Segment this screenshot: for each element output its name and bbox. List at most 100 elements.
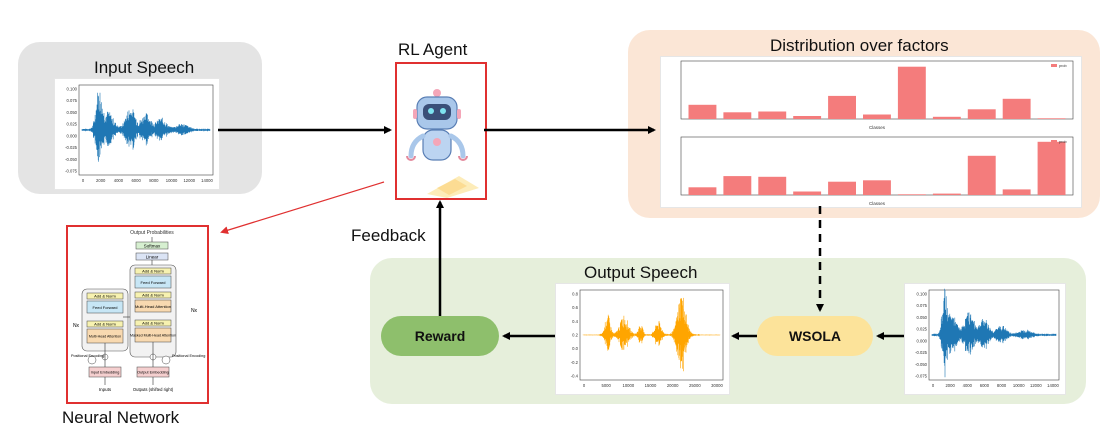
linear-label: Linear	[146, 255, 159, 260]
dist-bar	[897, 194, 926, 195]
input-waveform-chart: 0.1000.0750.0500.0250.000-0.025-0.050-0.…	[65, 84, 214, 183]
dist-xlabel: Classes	[869, 201, 886, 206]
arrow-agent-to-neural-network	[220, 181, 385, 235]
input-wave-ytick-label: -0.075	[65, 169, 78, 174]
output-wave-signal	[582, 297, 721, 372]
rl-agent-box	[395, 62, 487, 200]
encoder-multi-head-attention: Multi-Head Attention	[89, 335, 121, 339]
input-wave-xtick-label: 14000	[201, 178, 213, 183]
dist-bar	[1037, 118, 1066, 119]
right-wave-axes	[928, 289, 1060, 381]
dist-bar	[897, 66, 926, 119]
right-wave-ytick-label: -0.050	[915, 362, 928, 367]
decoder-feed-forward: Feed Forward	[141, 280, 166, 285]
distribution-title: Distribution over factors	[770, 36, 949, 55]
right-wave-ytick-label: 0.075	[917, 303, 928, 308]
dist-bar	[688, 187, 717, 195]
dist-bar	[967, 109, 996, 119]
input-wave-ytick-label: 0.025	[67, 122, 78, 127]
right-wave-ytick-label: 0.025	[917, 327, 928, 332]
modified-waveform-chart: 0.1000.0750.0500.0250.000-0.025-0.050-0.…	[915, 288, 1060, 388]
rl-agent-title: RL Agent	[398, 40, 468, 59]
dist-bar	[1002, 98, 1031, 119]
encoder-nx-label: Nx	[73, 323, 80, 329]
dist-bar	[932, 116, 961, 119]
right-wave-xtick-label: 2000	[945, 383, 955, 388]
dist-bar	[967, 155, 996, 195]
right-wave-xtick-label: 10000	[1013, 383, 1025, 388]
right-wave-ytick-label: 0.100	[917, 292, 928, 297]
output-wave-xtick-label: 10000	[623, 383, 635, 388]
input-wave-ytick-label: 0.075	[67, 98, 78, 103]
right-wave-ytick-label: 0.000	[917, 338, 928, 343]
dist-bar	[1037, 141, 1066, 195]
decoder-nx-label: Nx	[191, 308, 198, 314]
dist-bar	[932, 193, 961, 195]
right-wave-xtick-label: 6000	[980, 383, 990, 388]
dist-bar	[828, 95, 856, 119]
encoder-add-norm-2: Add & Norm	[94, 294, 116, 299]
output-wave-ytick-label: 0.2	[572, 333, 578, 338]
decoder-add-norm-3: Add & Norm	[142, 269, 164, 274]
input-wave-xtick-label: 8000	[149, 178, 159, 183]
dist-bar	[688, 104, 717, 119]
output-wave-ytick-label: 0.0	[572, 346, 578, 351]
feedback-label: Feedback	[351, 226, 426, 245]
output-wave-ytick-label: 0.4	[572, 319, 578, 324]
input-wave-axes	[78, 84, 214, 176]
right-wave-xtick-label: 0	[932, 383, 935, 388]
output-probabilities-label: Output Probabilities	[130, 230, 174, 236]
transformer-diagram: Output Probabilities Softmax Linear Add …	[71, 230, 205, 392]
robot-icon	[406, 89, 479, 198]
dist-legend-swatch	[1051, 64, 1057, 67]
output-wave-xtick-label: 15000	[645, 383, 657, 388]
dist-bar	[1002, 189, 1031, 195]
right-wave-xtick-label: 14000	[1047, 383, 1059, 388]
outputs-label: Outputs (shifted right)	[133, 387, 174, 392]
input-wave-ytick-label: -0.050	[65, 157, 78, 162]
right-wave-ytick-label: -0.075	[915, 374, 928, 379]
right-wave-xtick-label: 4000	[963, 383, 973, 388]
dist-bar	[828, 181, 856, 195]
dist-bar	[723, 176, 752, 195]
dist-bar	[758, 176, 787, 195]
encoder-add-norm-1: Add & Norm	[94, 322, 116, 327]
output-wave-xtick-label: 0	[583, 383, 586, 388]
output-wave-ytick-label: -0.2	[571, 360, 579, 365]
right-wave-xtick-label: 12000	[1030, 383, 1042, 388]
dist-bar	[758, 111, 787, 119]
dist-xlabel: Classes	[869, 125, 886, 130]
output-wave-xtick-label: 5000	[602, 383, 612, 388]
right-wave-ytick-label: 0.050	[917, 315, 928, 320]
input-wave-ytick-label: 0.100	[67, 87, 78, 92]
decoder-multi-head-attention: Multi-Head Attention	[135, 304, 171, 309]
output-wave-xtick-label: 25000	[689, 383, 701, 388]
dist-legend-swatch	[1051, 140, 1057, 143]
input-speech-title: Input Speech	[94, 58, 195, 77]
dist-bar	[863, 114, 891, 119]
output-speech-title: Output Speech	[584, 263, 698, 282]
decoder-add-norm-1: Add & Norm	[142, 321, 164, 326]
input-wave-xtick-label: 6000	[131, 178, 141, 183]
output-wave-xtick-label: 20000	[667, 383, 679, 388]
dist-legend-label: prob	[1059, 64, 1067, 68]
dist-legend-label: prob	[1059, 140, 1067, 144]
inputs-label: Inputs	[99, 387, 112, 392]
input-embedding-label: Input Embedding	[91, 371, 120, 375]
encoder-feed-forward: Feed Forward	[93, 305, 118, 310]
neural-network-box: Output Probabilities Softmax Linear Add …	[66, 225, 209, 404]
input-wave-signal	[81, 92, 211, 162]
input-wave-ytick-label: 0.050	[67, 110, 78, 115]
dist-bar	[863, 180, 891, 195]
output-wave-ytick-label: -0.4	[571, 374, 579, 379]
output-embedding-label: Output Embedding	[137, 371, 169, 375]
input-wave-xtick-label: 10000	[166, 178, 178, 183]
decoder-positional-encoding: Positional Encoding	[172, 354, 205, 358]
input-wave-xtick-label: 2000	[96, 178, 106, 183]
